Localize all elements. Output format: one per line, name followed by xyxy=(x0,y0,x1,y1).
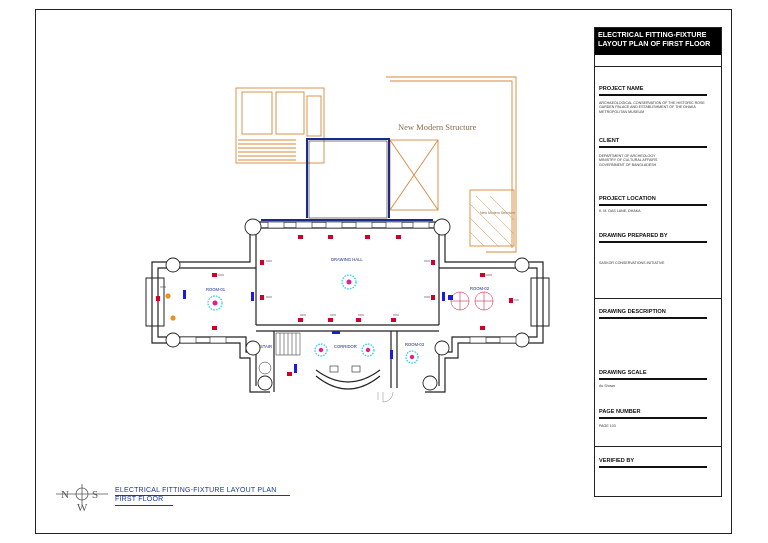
underline xyxy=(599,378,707,380)
door-swings xyxy=(377,391,394,403)
switch-board-icon xyxy=(294,364,297,373)
wall-light-icon xyxy=(480,273,485,277)
project-name-label: PROJECT NAME xyxy=(599,86,644,92)
wall-light-icon xyxy=(356,318,361,322)
switch-board-icon xyxy=(332,331,340,334)
wall-light-icon xyxy=(260,295,264,300)
underline xyxy=(599,317,707,319)
fan-icon xyxy=(361,343,375,357)
power-point-icon xyxy=(170,315,176,321)
plan-subtitle: FIRST FLOOR xyxy=(115,496,164,503)
wall-light-icon xyxy=(156,296,160,301)
drawing-sheet-border xyxy=(35,9,732,534)
switch-board-icon xyxy=(183,290,186,299)
project-name-value: ARCHAEOLOGICAL CONSERVATION OF THE HISTO… xyxy=(599,101,705,114)
stair-label: STAIR xyxy=(260,344,272,349)
annex-stair-treads xyxy=(238,139,296,161)
project-location-value: K. M. DAS LANE, DHAKA xyxy=(599,209,641,213)
wall-light-icon xyxy=(509,298,513,303)
page-number-label: PAGE NUMBER xyxy=(599,409,641,415)
drawing-title: ELECTRICAL FITTING-FIXTURE LAYOUT PLAN O… xyxy=(595,28,721,55)
title-block: ELECTRICAL FITTING-FIXTURE LAYOUT PLAN O… xyxy=(594,27,722,497)
fan-icon xyxy=(405,350,419,364)
wall-light-icon xyxy=(212,326,217,330)
page-number-value: PAGE 103 xyxy=(599,424,616,428)
drawing-prepared-by-value: SASKOR CONSERVATIONS INITIATIVE xyxy=(599,261,665,265)
south-label: S xyxy=(92,489,98,501)
plan-title-underline xyxy=(115,495,290,496)
ceiling-fans xyxy=(207,274,494,364)
annex-stair-block xyxy=(235,87,325,164)
exhaust-fan-icon xyxy=(450,291,470,311)
project-location-label: PROJECT LOCATION xyxy=(599,196,656,202)
plan-subtitle-underline xyxy=(115,505,173,506)
north-label: N xyxy=(61,489,69,501)
fan-icon xyxy=(341,274,357,290)
underline xyxy=(599,204,707,206)
underline xyxy=(599,146,707,148)
drawing-hall-label: DRAWING HALL xyxy=(331,257,363,262)
underline xyxy=(599,417,707,419)
wall-light-icon xyxy=(480,326,485,330)
left-annex xyxy=(145,277,165,327)
wall-light-icon xyxy=(298,235,303,239)
building-walls xyxy=(151,221,544,393)
windows xyxy=(179,221,517,373)
verified-by-label: VERIFIED BY xyxy=(599,458,635,464)
fan-icon xyxy=(314,343,328,357)
west-label: W xyxy=(77,502,88,514)
blue-extension xyxy=(261,138,433,221)
divider xyxy=(595,66,721,67)
room-03-label: ROOM-03 xyxy=(405,342,425,347)
wall-light-icon xyxy=(365,235,370,239)
small-structure-label: New Modern Structure xyxy=(480,211,515,215)
light-fixtures xyxy=(156,235,513,376)
divider xyxy=(595,298,721,299)
switch-board-icon xyxy=(390,350,393,359)
client-label: CLIENT xyxy=(599,138,620,144)
drawing-scale-value: As Shown xyxy=(599,384,616,388)
switch-board-icon xyxy=(251,292,254,301)
underline xyxy=(599,466,707,468)
wall-light-icon xyxy=(391,318,396,322)
underline xyxy=(599,94,707,96)
stair xyxy=(258,332,301,375)
drawing-description-label: DRAWING DESCRIPTION xyxy=(599,309,666,315)
north-arrow-icon xyxy=(56,484,108,506)
switch-boards xyxy=(183,290,453,373)
wall-light-icon xyxy=(431,295,435,300)
wall-light-icon xyxy=(328,235,333,239)
switch-board-icon xyxy=(448,295,453,300)
plan-title: ELECTRICAL FITTING-FIXTURE LAYOUT PLAN xyxy=(115,487,277,494)
corner-towers xyxy=(165,218,530,391)
wall-light-icon xyxy=(260,260,264,265)
corridor-label: CORRIDOR xyxy=(334,344,357,349)
underline xyxy=(599,241,707,243)
room-01-label: ROOM-01 xyxy=(206,287,226,292)
new-modern-structure-outline xyxy=(386,76,517,253)
drawing-prepared-by-label: DRAWING PREPARED BY xyxy=(599,233,668,239)
switch-board-icon xyxy=(442,292,445,301)
new-structure-label: New Modern Structure xyxy=(398,122,477,132)
right-annex xyxy=(530,277,550,327)
drawing-scale-label: DRAWING SCALE xyxy=(599,370,647,376)
wall-light-icon xyxy=(396,235,401,239)
exhaust-fan-icon xyxy=(474,291,494,311)
client-value: DEPARTMENT OF ARCHEOLOGY MINISTRY OF CUL… xyxy=(599,154,658,167)
wall-light-icon xyxy=(298,318,303,322)
power-point-icon xyxy=(165,293,171,299)
divider xyxy=(595,446,721,447)
wall-light-icon xyxy=(328,318,333,322)
wall-light-icon xyxy=(431,260,435,265)
wall-light-icon xyxy=(212,273,217,277)
power-points xyxy=(165,293,176,321)
room-02-label: ROOM-02 xyxy=(470,286,490,291)
annex-structures xyxy=(235,76,517,253)
small-new-structure xyxy=(469,189,515,247)
wall-light-icon xyxy=(287,372,292,376)
fan-icon xyxy=(207,295,223,311)
